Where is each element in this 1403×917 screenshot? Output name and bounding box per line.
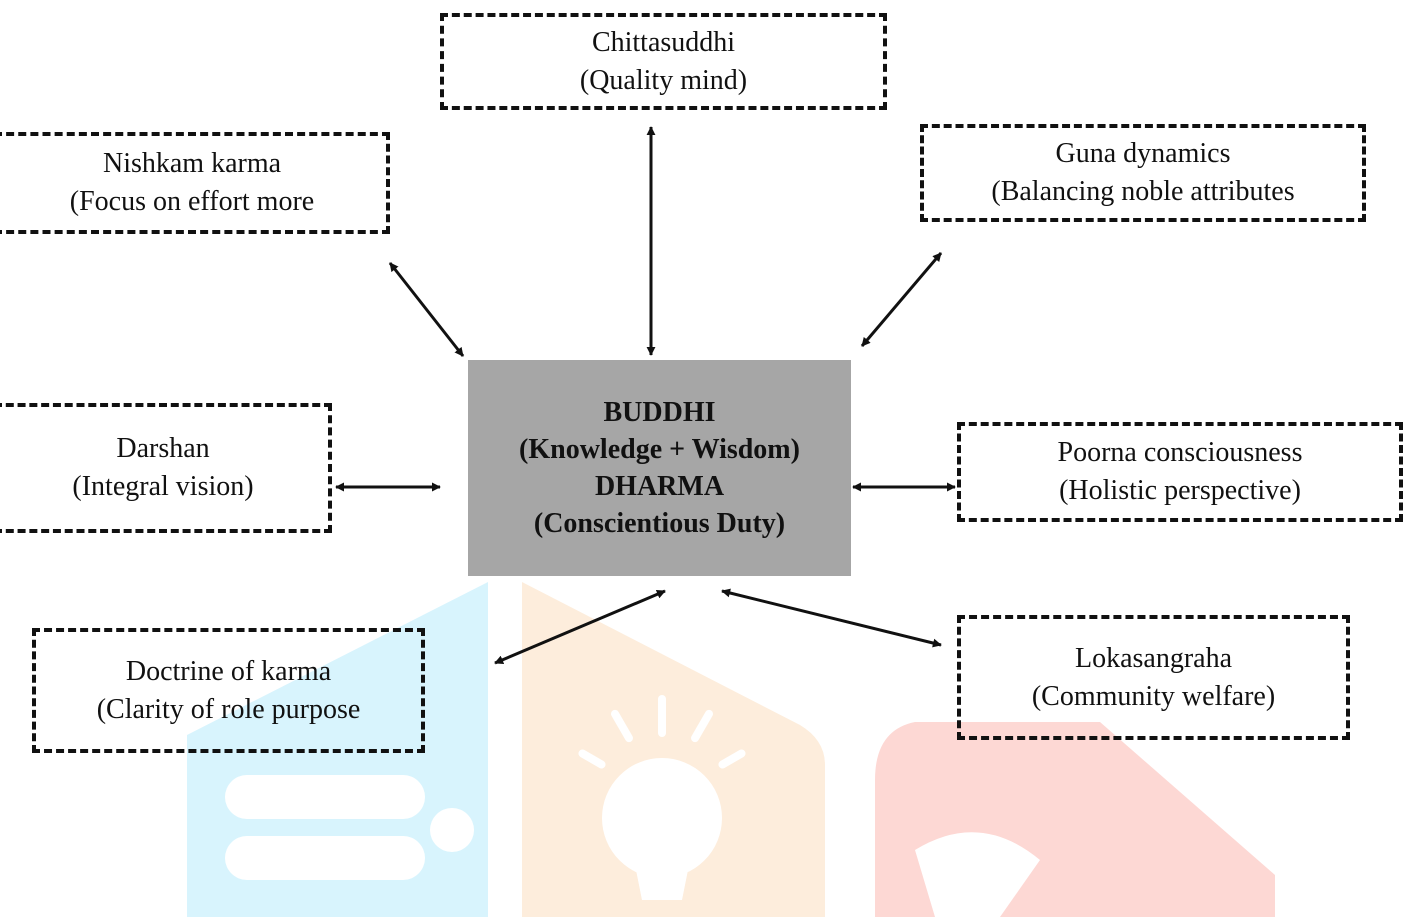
poorna-consciousness-title: Poorna consciousness: [1057, 437, 1303, 468]
center-line-dharma: DHARMA: [594, 471, 725, 502]
poorna-consciousness-subtitle: (Holistic perspective): [1059, 475, 1301, 506]
guna-dynamics-subtitle: (Balancing noble attributes: [991, 176, 1295, 207]
darshan-title: Darshan: [116, 433, 210, 464]
arrow-nishkam-karma: [388, 262, 465, 357]
chittasuddhi-subtitle: (Quality mind): [579, 64, 748, 96]
watermark-lightbulb-panel: [522, 582, 825, 917]
doctrine-of-karma-subtitle: (Clarity of role purpose: [96, 693, 361, 725]
nishkam-karma-node: Nishkam karma (Focus on effort more: [0, 132, 390, 234]
doctrine-of-karma-title: Doctrine of karma: [125, 655, 332, 687]
arrow-doctrine-of-karma: [494, 589, 666, 665]
buddhi-dharma-node: BUDDHI (Knowledge + Wisdom) DHARMA (Cons…: [468, 360, 851, 576]
poorna-consciousness-node: Poorna consciousness (Holistic perspecti…: [957, 422, 1403, 522]
arrow-lokasangraha: [721, 588, 942, 648]
center-line-knowledge-wisdom: (Knowledge + Wisdom): [519, 434, 800, 465]
arrow-guna-dynamics: [860, 252, 943, 347]
doctrine-of-karma-node: Doctrine of karma (Clarity of role purpo…: [32, 628, 425, 753]
darshan-node: Darshan (Integral vision): [0, 403, 332, 533]
nishkam-karma-subtitle: (Focus on effort more: [69, 186, 315, 217]
lokasangraha-subtitle: (Community welfare): [1031, 680, 1276, 712]
lokasangraha-title: Lokasangraha: [1074, 642, 1233, 674]
chittasuddhi-title: Chittasuddhi: [591, 26, 736, 58]
watermark-red-panel: [875, 722, 1275, 917]
center-line-buddhi: BUDDHI: [603, 397, 716, 428]
center-line-conscientious-duty: (Conscientious Duty): [533, 508, 786, 539]
nishkam-karma-title: Nishkam karma: [102, 148, 282, 179]
lokasangraha-node: Lokasangraha (Community welfare): [957, 615, 1350, 740]
guna-dynamics-node: Guna dynamics (Balancing noble attribute…: [920, 124, 1366, 222]
guna-dynamics-title: Guna dynamics: [1055, 138, 1231, 169]
darshan-subtitle: (Integral vision): [72, 471, 254, 502]
chittasuddhi-node: Chittasuddhi (Quality mind): [440, 13, 887, 110]
